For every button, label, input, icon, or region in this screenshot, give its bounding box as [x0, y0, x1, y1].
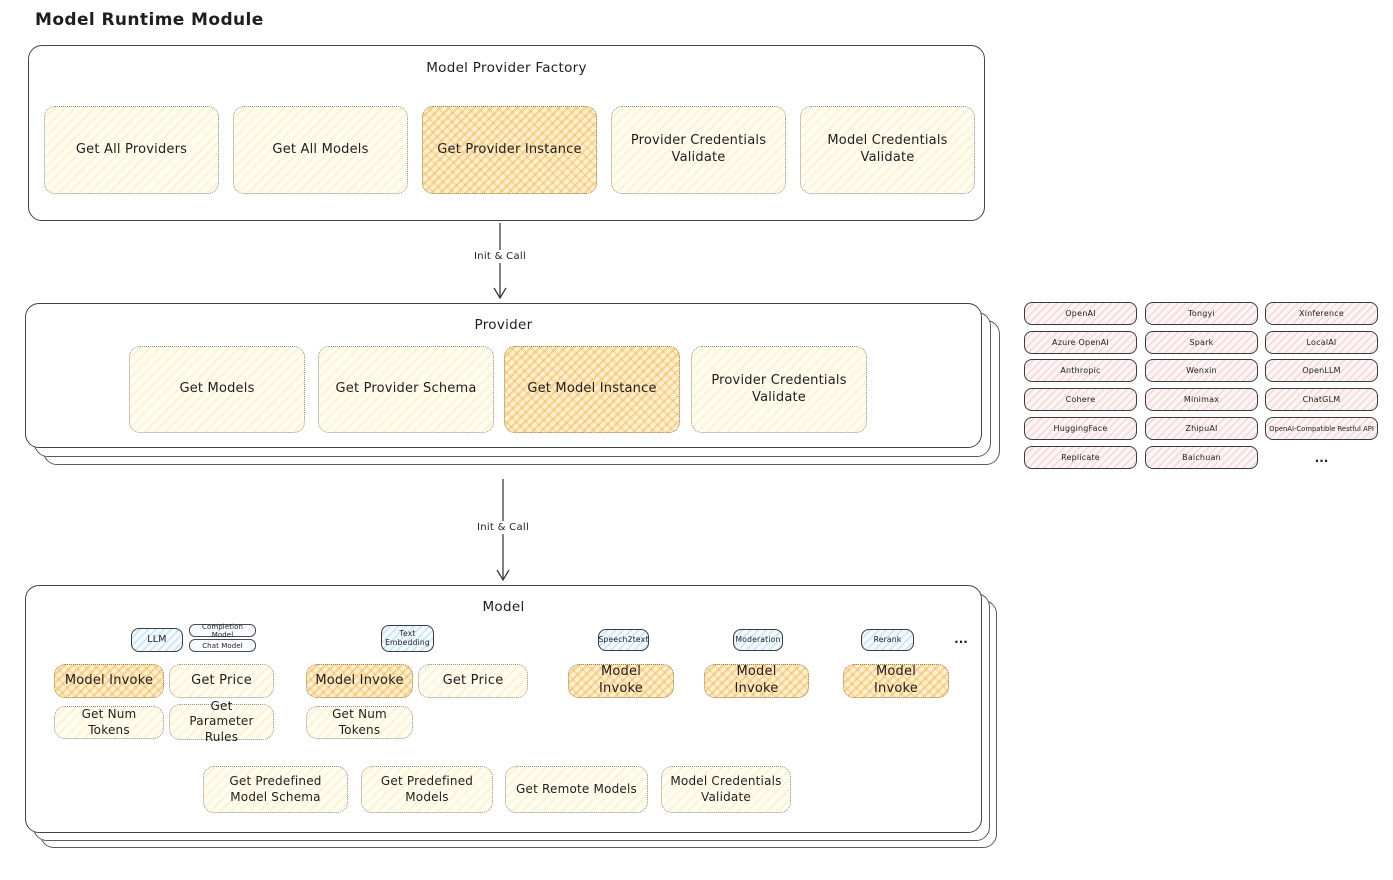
model-btn-model-credentials-validate[interactable]: Model Credentials Validate [661, 766, 791, 813]
provider-pill-huggingface[interactable]: HuggingFace [1024, 417, 1137, 440]
provider-pill-spark[interactable]: Spark [1145, 331, 1258, 354]
model-btn-text-embedding-model-invoke[interactable]: Model Invoke [306, 664, 413, 698]
provider-btn-provider-credentials-validate[interactable]: Provider Credentials Validate [691, 346, 867, 433]
model-btn-llm-get-price[interactable]: Get Price [169, 664, 274, 698]
model-btn-text-embedding-get-price[interactable]: Get Price [418, 664, 528, 698]
model-btn-get-predefined-models[interactable]: Get Predefined Models [361, 766, 493, 813]
init-call-label-top: Init & Call [468, 250, 532, 263]
provider-btn-get-models[interactable]: Get Models [129, 346, 305, 433]
factory-title: Model Provider Factory [426, 60, 587, 76]
provider-pill-wenxin[interactable]: Wenxin [1145, 359, 1258, 382]
model-btn-get-predefined-model-schema[interactable]: Get Predefined Model Schema [203, 766, 348, 813]
provider-pill-openai-compatible-restful-api[interactable]: OpenAI-Compatible Restful API [1265, 417, 1378, 440]
provider-pill-openai[interactable]: OpenAI [1024, 302, 1137, 325]
provider-pill-azure-openai[interactable]: Azure OpenAI [1024, 331, 1137, 354]
model-btn-text-embedding-get-num-tokens[interactable]: Get Num Tokens [306, 706, 413, 739]
model-box[interactable]: Model LLM Completion Model Chat Model Te… [25, 585, 982, 833]
factory-btn-get-all-models[interactable]: Get All Models [233, 106, 408, 194]
factory-btn-model-credentials-validate[interactable]: Model Credentials Validate [800, 106, 975, 194]
provider-pill-minimax[interactable]: Minimax [1145, 388, 1258, 411]
model-tab-llm[interactable]: LLM [131, 628, 183, 652]
provider-pill-tongyi[interactable]: Tongyi [1145, 302, 1258, 325]
model-tab-text-embedding[interactable]: Text Embedding [381, 625, 434, 652]
model-btn-llm-model-invoke[interactable]: Model Invoke [54, 664, 164, 698]
model-tab-rerank[interactable]: Rerank [861, 629, 914, 651]
model-btn-moderation-model-invoke[interactable]: Model Invoke [704, 664, 809, 698]
model-subtab-chat-model[interactable]: Chat Model [189, 639, 256, 652]
model-provider-factory-box[interactable]: Model Provider Factory Get All Providers… [28, 45, 985, 221]
provider-btn-get-model-instance[interactable]: Get Model Instance [504, 346, 680, 433]
model-btn-llm-get-num-tokens[interactable]: Get Num Tokens [54, 706, 164, 739]
model-title: Model [482, 599, 525, 615]
init-call-label-bottom: Init & Call [471, 521, 535, 534]
factory-btn-provider-credentials-validate[interactable]: Provider Credentials Validate [611, 106, 786, 194]
model-btn-rerank-model-invoke[interactable]: Model Invoke [843, 664, 949, 698]
model-tab-speech2text[interactable]: Speech2text [598, 629, 649, 651]
provider-grid-more-label: ... [1314, 450, 1329, 465]
model-subtab-completion-model[interactable]: Completion Model [189, 623, 256, 639]
provider-pill-chatglm[interactable]: ChatGLM [1265, 388, 1378, 411]
provider-pill-localai[interactable]: LocalAI [1265, 331, 1378, 354]
provider-pill-cohere[interactable]: Cohere [1024, 388, 1137, 411]
provider-title: Provider [474, 317, 533, 333]
provider-pill-replicate[interactable]: Replicate [1024, 446, 1137, 469]
page-title: Model Runtime Module [35, 10, 264, 30]
provider-pill-xinference[interactable]: Xinference [1265, 302, 1378, 325]
provider-pill-zhipuai[interactable]: ZhipuAI [1145, 417, 1258, 440]
factory-btn-get-provider-instance[interactable]: Get Provider Instance [422, 106, 597, 194]
model-btn-llm-get-parameter-rules[interactable]: Get Parameter Rules [169, 699, 274, 744]
provider-pill-openllm[interactable]: OpenLLM [1265, 359, 1378, 382]
model-btn-speech2text-model-invoke[interactable]: Model Invoke [568, 664, 674, 698]
model-tabs-more-label: ... [954, 632, 968, 646]
model-btn-get-remote-models[interactable]: Get Remote Models [505, 766, 648, 813]
provider-box[interactable]: Provider Get Models Get Provider Schema … [25, 303, 982, 448]
factory-btn-get-all-providers[interactable]: Get All Providers [44, 106, 219, 194]
provider-pill-anthropic[interactable]: Anthropic [1024, 359, 1137, 382]
model-tab-moderation[interactable]: Moderation [733, 629, 783, 651]
provider-btn-get-provider-schema[interactable]: Get Provider Schema [318, 346, 494, 433]
provider-pill-baichuan[interactable]: Baichuan [1145, 446, 1258, 469]
